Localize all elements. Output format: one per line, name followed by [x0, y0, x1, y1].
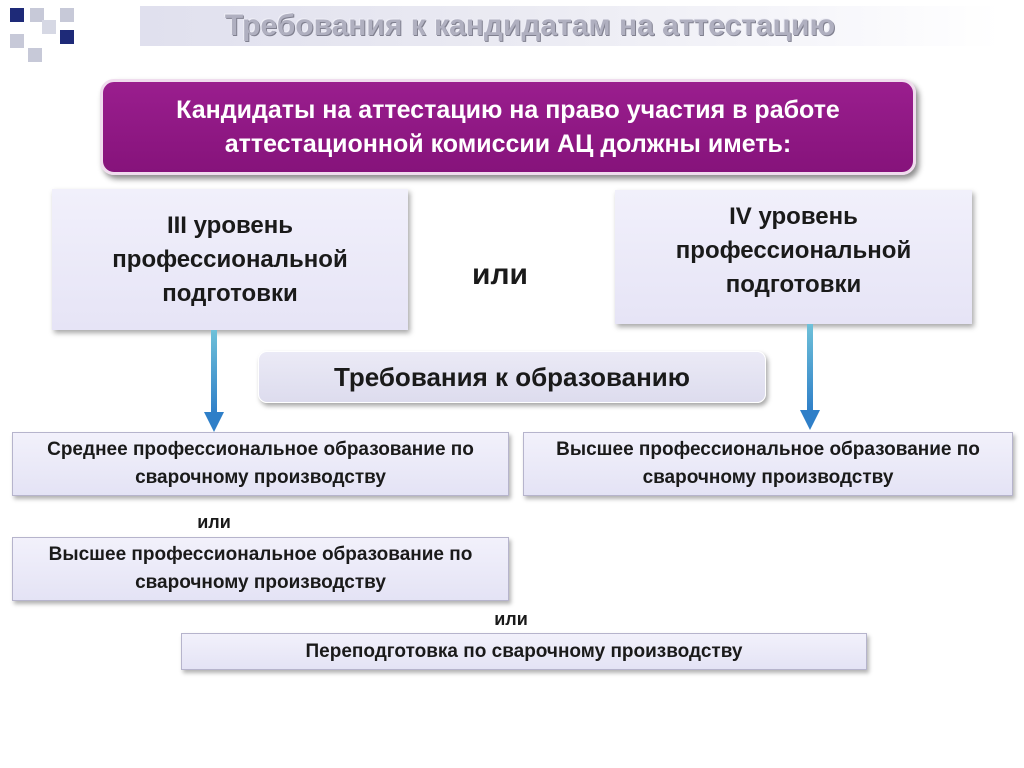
level-iii-label: III уровень профессиональной подготовки	[112, 211, 348, 307]
secondary-education-text: Среднее профессиональное образование по …	[47, 439, 474, 488]
header-box: Кандидаты на аттестацию на право участия…	[100, 79, 916, 175]
education-requirements-title: Требования к образованию	[258, 351, 766, 403]
page-title: Требования к кандидатам на аттестацию	[224, 9, 836, 42]
or-label-levels: или	[472, 258, 528, 291]
level-iv-label: IV уровень профессиональной подготовки	[675, 203, 912, 298]
or-label-1: или	[197, 512, 231, 532]
arrow-right-down-icon	[800, 324, 820, 430]
retraining-option: Переподготовка по сварочному производств…	[181, 633, 867, 670]
retraining-text: Переподготовка по сварочному производств…	[305, 640, 743, 662]
higher-education-option-left: Высшее профессиональное образование по с…	[12, 537, 509, 601]
higher-education-option-right: Высшее профессиональное образование по с…	[523, 432, 1013, 496]
education-title-text: Требования к образованию	[333, 361, 690, 392]
higher-education-left-text: Высшее профессиональное образование по с…	[48, 544, 473, 593]
arrow-left-down-icon	[204, 330, 224, 432]
level-iv-box: IV уровень профессиональной подготовки	[615, 190, 972, 324]
secondary-education-option: Среднее профессиональное образование по …	[12, 432, 509, 496]
or-label-2: или	[494, 609, 528, 629]
higher-education-right-text: Высшее профессиональное образование по с…	[556, 439, 980, 488]
title-band	[140, 6, 1000, 46]
level-iii-box: III уровень профессиональной подготовки	[52, 189, 408, 330]
header-text: Кандидаты на аттестацию на право участия…	[176, 96, 840, 158]
